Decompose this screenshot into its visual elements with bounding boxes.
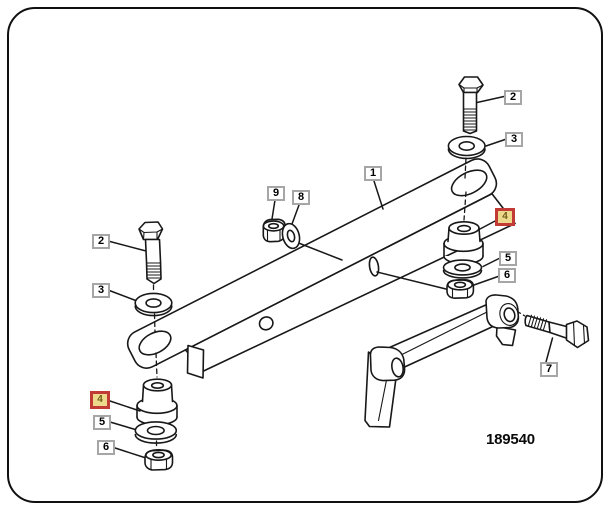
callout-9[interactable]: 9 (267, 186, 285, 201)
bolt-threads (462, 108, 478, 131)
callout-4-left-label: 4 (93, 394, 107, 406)
bolt-threads (146, 262, 162, 279)
bolt-threads (527, 314, 548, 331)
mounting-bar-part-1 (126, 158, 516, 379)
bolt-top-right (458, 76, 484, 135)
washer-bottom-left (134, 421, 178, 444)
nut-middle (262, 218, 286, 243)
bushing-bottom-left (136, 378, 178, 426)
callout-4-right-highlighted[interactable]: 4 (495, 208, 515, 226)
callout-6-left[interactable]: 6 (97, 440, 115, 455)
callout-2-left[interactable]: 2 (92, 234, 110, 249)
bolt-left (138, 221, 164, 285)
bushing-right (443, 221, 484, 265)
callout-4-left-highlighted[interactable]: 4 (90, 391, 110, 409)
callout-3-left[interactable]: 3 (92, 283, 110, 298)
callout-2-right[interactable]: 2 (504, 90, 522, 105)
washer-left (134, 292, 173, 317)
callout-8[interactable]: 8 (292, 190, 310, 205)
callout-6-right[interactable]: 6 (498, 268, 516, 283)
callout-5-right[interactable]: 5 (499, 251, 517, 266)
nut-bottom-left (144, 448, 174, 471)
washer-right (442, 259, 483, 279)
callout-leader-lines (107, 95, 554, 459)
callout-1[interactable]: 1 (364, 166, 382, 181)
callout-3-right[interactable]: 3 (505, 132, 523, 147)
washer-top-right (447, 135, 486, 160)
part-number: 189540 (486, 431, 535, 448)
handle-lever (364, 294, 520, 428)
callout-7[interactable]: 7 (540, 362, 558, 377)
nut-right (446, 278, 475, 299)
bolt-lever (524, 314, 590, 349)
callout-4-right-label: 4 (498, 211, 512, 223)
washer-middle (281, 222, 301, 250)
callout-5-left[interactable]: 5 (93, 415, 111, 430)
